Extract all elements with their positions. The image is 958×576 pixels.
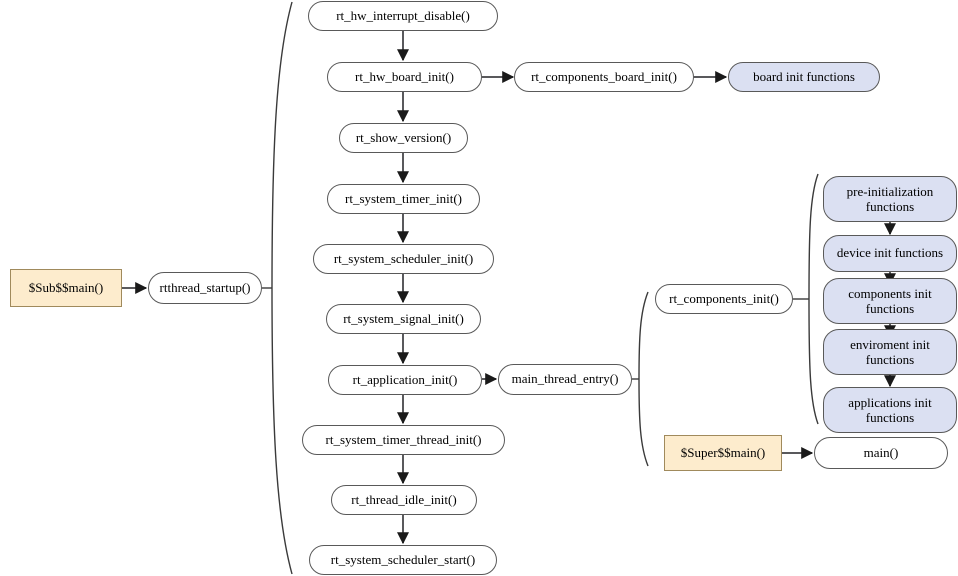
brace-main-thread-entry (638, 291, 649, 467)
node-rt-show-version[interactable]: rt_show_version() (339, 123, 468, 153)
node-device-init-functions[interactable]: device init functions (823, 235, 957, 272)
node-rt-system-timer-thread-init[interactable]: rt_system_timer_thread_init() (302, 425, 505, 455)
node-applications-init-functions[interactable]: applications init functions (823, 387, 957, 433)
brace-components-init (808, 173, 819, 425)
node-rt-components-init[interactable]: rt_components_init() (655, 284, 793, 314)
node-pre-initialization-functions[interactable]: pre-initialization functions (823, 176, 957, 222)
node-rt-components-board-init[interactable]: rt_components_board_init() (514, 62, 694, 92)
node-rt-system-scheduler-start[interactable]: rt_system_scheduler_start() (309, 545, 497, 575)
node-main[interactable]: main() (814, 437, 948, 469)
node-rt-system-signal-init[interactable]: rt_system_signal_init() (326, 304, 481, 334)
node-sub-main[interactable]: $Sub$$main() (10, 269, 122, 307)
node-components-init-functions[interactable]: components init functions (823, 278, 957, 324)
node-rt-hw-board-init[interactable]: rt_hw_board_init() (327, 62, 482, 92)
node-rt-application-init[interactable]: rt_application_init() (328, 365, 482, 395)
brace-startup-sequence (271, 1, 293, 575)
node-rtthread-startup[interactable]: rtthread_startup() (148, 272, 262, 304)
node-rt-hw-interrupt-disable[interactable]: rt_hw_interrupt_disable() (308, 1, 498, 31)
node-super-main[interactable]: $Super$$main() (664, 435, 782, 471)
node-rt-system-timer-init[interactable]: rt_system_timer_init() (327, 184, 480, 214)
node-rt-system-scheduler-init[interactable]: rt_system_scheduler_init() (313, 244, 494, 274)
node-board-init-functions[interactable]: board init functions (728, 62, 880, 92)
node-enviroment-init-functions[interactable]: enviroment init functions (823, 329, 957, 375)
node-rt-thread-idle-init[interactable]: rt_thread_idle_init() (331, 485, 477, 515)
node-main-thread-entry[interactable]: main_thread_entry() (498, 364, 632, 395)
